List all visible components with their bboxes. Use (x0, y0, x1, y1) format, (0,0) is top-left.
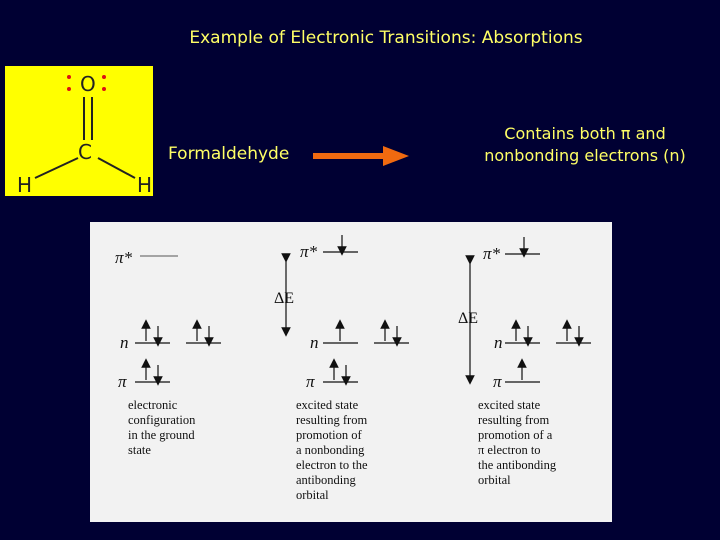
electron-note: Contains both π and nonbonding electrons… (440, 123, 720, 167)
caption-line: state (128, 443, 151, 457)
caption-line: excited state (478, 398, 541, 412)
caption-line: resulting from (478, 413, 550, 427)
right-arrow-icon (313, 146, 409, 166)
caption-line: in the ground (128, 428, 195, 442)
ground-state-caption: electronic configuration in the ground s… (128, 398, 278, 458)
caption-line: resulting from (296, 413, 368, 427)
oxygen-atom: O (80, 72, 96, 96)
molecule-name: Formaldehyde (168, 144, 290, 164)
n-label: n (310, 333, 319, 352)
carbon-atom: C (78, 140, 92, 164)
pi-to-pi-star-caption: excited state resulting from promotion o… (478, 398, 628, 488)
caption-line: electronic (128, 398, 178, 412)
lone-pair-dot (67, 87, 71, 91)
caption-line: antibonding (296, 473, 356, 487)
pi-label: π (493, 372, 502, 391)
lone-pair-dot (102, 75, 106, 79)
caption-line: a nonbonding (296, 443, 365, 457)
pi-star-label: π* (300, 242, 318, 261)
n-to-pi-star-caption: excited state resulting from promotion o… (296, 398, 446, 503)
energy-level-diagram: π* n π π* ΔE n π (90, 222, 612, 522)
caption-line: orbital (296, 488, 329, 502)
slide-title: Example of Electronic Transitions: Absor… (189, 28, 583, 48)
orbital-diagram-svg: π* n π π* ΔE n π (115, 235, 591, 391)
caption-line: excited state (296, 398, 359, 412)
lone-pair-dot (67, 75, 71, 79)
caption-line: orbital (478, 473, 511, 487)
caption-line: promotion of a (478, 428, 553, 442)
caption-line: promotion of (296, 428, 362, 442)
delta-e-label: ΔE (274, 290, 294, 307)
caption-line: electron to the (296, 458, 368, 472)
caption-line: π electron to (478, 443, 541, 457)
n-to-pi-star-state-diagram: π* ΔE n π (274, 235, 409, 391)
lone-pair-dot (102, 87, 106, 91)
n-label: n (494, 333, 503, 352)
n-label: n (120, 333, 129, 352)
pi-label: π (306, 372, 315, 391)
single-bond-line (97, 157, 136, 179)
single-bond-line (34, 157, 79, 179)
pi-to-pi-star-state-diagram: π* ΔE n π (458, 237, 591, 391)
hydrogen-atom-left: H (17, 173, 33, 197)
electron-note-line: Contains both π and (504, 124, 666, 143)
hydrogen-atom-right: H (137, 173, 153, 197)
delta-e-label: ΔE (458, 310, 478, 327)
pi-star-label: π* (483, 244, 501, 263)
bond-lines (34, 97, 136, 179)
ground-state-diagram: π* n π (115, 248, 221, 391)
caption-line: the antibonding (478, 458, 557, 472)
formaldehyde-structure: O C H H (5, 66, 153, 196)
pi-star-label: π* (115, 248, 133, 267)
electron-note-line: nonbonding electrons (n) (484, 146, 686, 165)
caption-line: configuration (128, 413, 196, 427)
pi-label: π (118, 372, 127, 391)
